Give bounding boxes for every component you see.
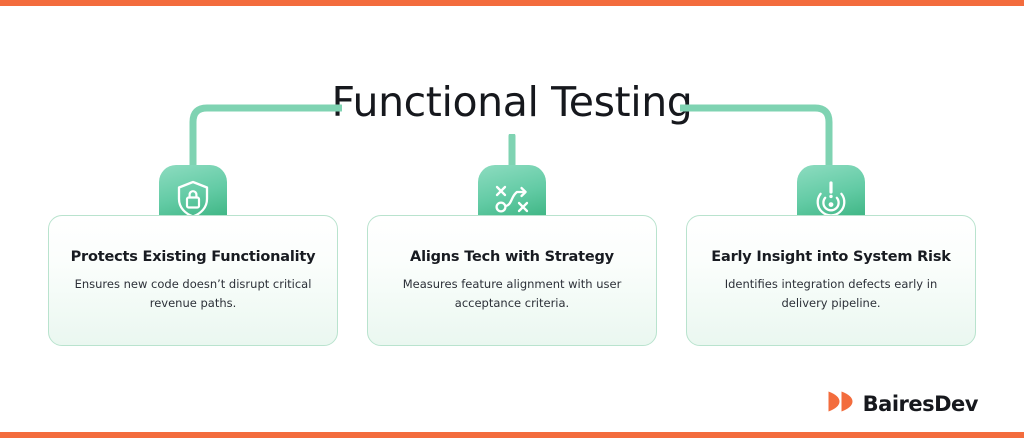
benefit-card-2: Aligns Tech with Strategy Measures featu… (367, 215, 657, 346)
card-title: Aligns Tech with Strategy (410, 248, 614, 265)
card-body: Measures feature alignment with user acc… (402, 276, 622, 310)
benefit-cards-row: Protects Existing Functionality Ensures … (48, 215, 976, 346)
benefit-card-1: Protects Existing Functionality Ensures … (48, 215, 338, 346)
bottom-accent-bar (0, 432, 1024, 438)
benefit-card-3: Early Insight into System Risk Identifie… (686, 215, 976, 346)
bairesdev-logo: BairesDev (828, 391, 979, 417)
page-title: Functional Testing (331, 78, 693, 126)
top-accent-bar (0, 0, 1024, 6)
card-body: Identifies integration defects early in … (724, 276, 938, 310)
bairesdev-wordmark: BairesDev (862, 392, 979, 416)
card-title: Early Insight into System Risk (711, 248, 951, 265)
bairesdev-mark-icon (828, 391, 855, 417)
card-title: Protects Existing Functionality (70, 248, 316, 265)
card-body: Ensures new code doesn’t disrupt critica… (74, 276, 312, 310)
